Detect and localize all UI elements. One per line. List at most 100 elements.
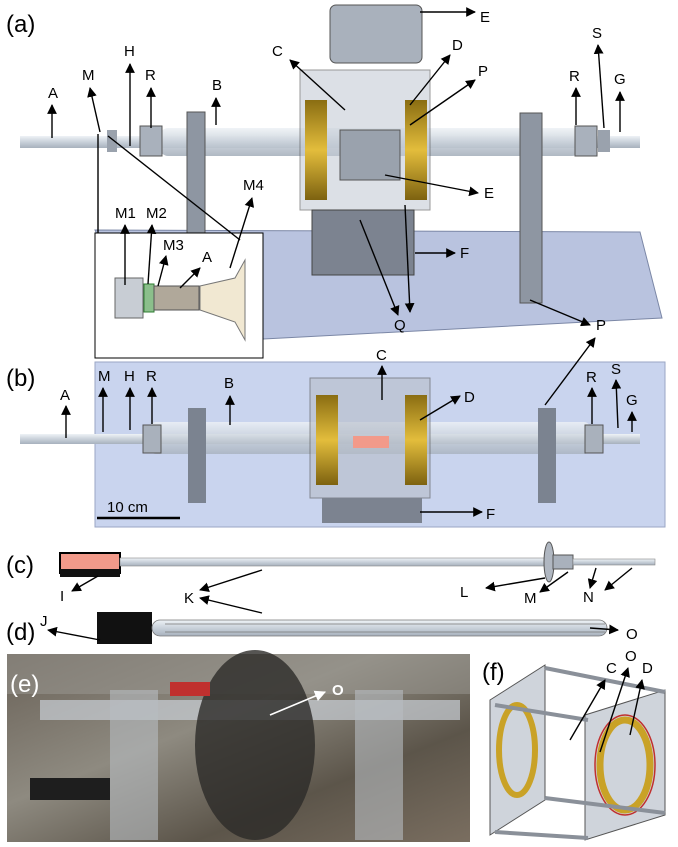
inset-m4 (199, 258, 246, 342)
label-a-H: H (124, 43, 135, 60)
label-inset-A: A (202, 249, 212, 266)
arrow-icon (593, 44, 605, 129)
photo-e-connectors (170, 682, 210, 696)
label-f-D: D (642, 660, 653, 677)
arrow-icon (359, 219, 400, 316)
arrow-icon (589, 624, 619, 635)
label-a-M: M (82, 67, 95, 84)
label-a-A: A (48, 85, 58, 102)
arrow-icon (157, 255, 169, 287)
label-c-L: L (460, 584, 468, 601)
label-b-S: S (611, 361, 621, 378)
cover-e (329, 4, 423, 64)
arrow-icon (289, 59, 346, 111)
label-c-M: M (524, 590, 537, 607)
label-f-C: C (606, 660, 617, 677)
label-f-O: O (625, 648, 637, 665)
arrow-icon (419, 395, 461, 421)
label-b-C: C (376, 347, 387, 364)
label-a-Q: Q (394, 317, 406, 334)
arrow-icon (587, 567, 598, 589)
label-a-E: E (484, 185, 494, 202)
arrow-icon (409, 79, 476, 126)
heater-e (339, 129, 401, 181)
fan-f (311, 209, 415, 276)
arrow-icon (269, 690, 327, 716)
photo-e-support-right (355, 690, 403, 840)
arrow-icon (87, 87, 101, 133)
label-b-G: G (626, 392, 638, 409)
label-c-N: N (583, 589, 594, 606)
arrow-icon (611, 379, 622, 429)
label-a-C: C (272, 43, 283, 60)
magnet-b-left (316, 395, 338, 485)
panel-a: (a) A M H R B C D E P R (6, 4, 663, 359)
support-right (519, 112, 543, 304)
photo-e-support-left (110, 690, 158, 840)
arrow-icon (179, 267, 201, 289)
label-inset-M3: M3 (163, 237, 184, 254)
label-c-I: I (60, 588, 64, 605)
label-b-R: R (146, 368, 157, 385)
label-c-K: K (184, 590, 194, 607)
arrow-icon (47, 626, 101, 641)
panel-label-a: (a) (6, 11, 35, 38)
panel-label-b: (b) (6, 365, 35, 392)
ring-f-red (594, 714, 656, 816)
photo-e-display (30, 778, 110, 800)
magnet-b-right (405, 395, 427, 485)
arrow-icon (539, 571, 569, 593)
label-b-R-right: R (586, 369, 597, 386)
arrow-icon (529, 299, 591, 327)
inset-connector-right (107, 135, 241, 241)
arrow-icon (599, 667, 630, 753)
panel-label-c: (c) (6, 552, 34, 579)
label-a-P: P (596, 317, 606, 334)
arrow-icon (569, 679, 606, 741)
arrow-icon (404, 204, 415, 313)
sample-b (353, 436, 389, 448)
ring-f-left (496, 702, 538, 798)
label-b-B: B (224, 375, 234, 392)
label-b-F: F (486, 506, 495, 523)
magnet-left (305, 100, 327, 200)
rod-d (151, 619, 608, 637)
label-a-G: G (614, 71, 626, 88)
flange-m (107, 130, 117, 152)
label-inset-M4: M4 (243, 177, 264, 194)
arrow-icon (384, 174, 479, 197)
scale-bar-label: 10 cm (107, 499, 148, 516)
label-e-O: O (332, 682, 344, 699)
label-b-M: M (98, 368, 111, 385)
label-a-B: B (212, 77, 222, 94)
sample-holder-j (97, 612, 152, 644)
panel-b: (b) 10 cm A M H R B C D R S G F (6, 337, 666, 528)
label-a-R-right: R (569, 68, 580, 85)
arrow-icon (485, 577, 546, 592)
arrow-icon (199, 569, 263, 592)
inset-m3 (153, 285, 200, 311)
sample-base-i (60, 569, 120, 577)
arrow-icon (229, 197, 255, 269)
flange-b-r-left (142, 424, 162, 454)
label-b-A: A (60, 387, 70, 404)
label-a-S: S (592, 25, 602, 42)
flange-b-r-right (584, 424, 604, 454)
panel-d: (d) J O (6, 595, 638, 646)
label-b-H: H (124, 368, 135, 385)
flange-s (598, 130, 610, 152)
label-a-D: D (452, 37, 463, 54)
label-a-R: R (145, 67, 156, 84)
panel-label-e: (e) (10, 671, 39, 698)
connector-c-m (552, 554, 574, 570)
arrows-b (61, 337, 637, 517)
arrows-a (47, 7, 625, 327)
label-d-O: O (626, 626, 638, 643)
arrow-icon (71, 575, 99, 592)
arrow-icon (409, 54, 451, 106)
label-inset-M1: M1 (115, 205, 136, 222)
arrow-icon (604, 567, 633, 591)
panel-c: (c) I K L M N (6, 541, 656, 607)
arrows-c (71, 567, 633, 593)
